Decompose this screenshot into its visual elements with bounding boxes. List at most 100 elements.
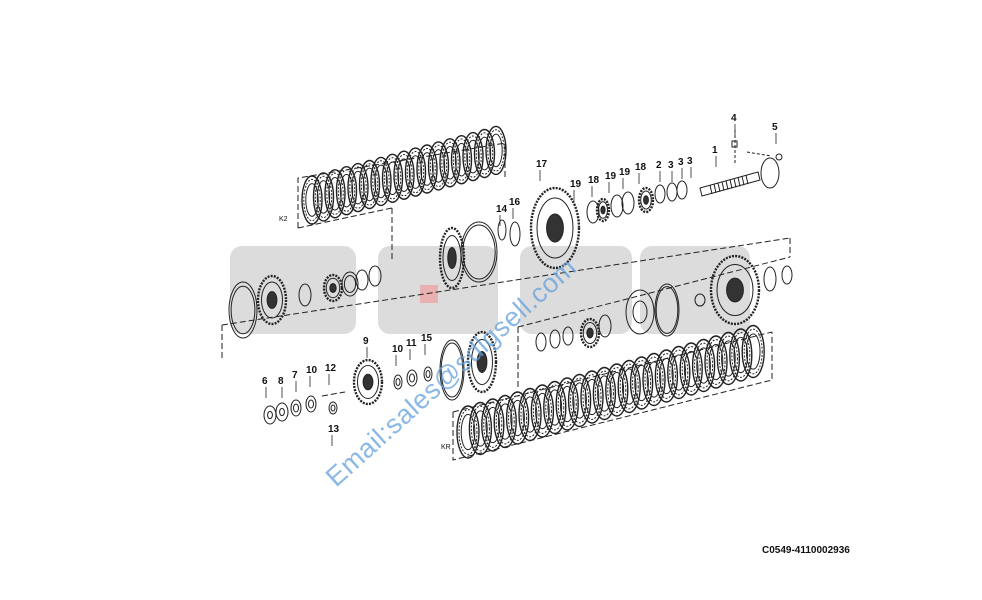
kr-clutch-plate (580, 370, 604, 424)
part-number-10b: 10 (392, 344, 404, 355)
part-number-10a: 10 (306, 365, 318, 376)
kr-seal (654, 283, 680, 337)
washer-3a (666, 182, 678, 202)
kr-clutch-plate (543, 380, 567, 435)
kr-clutch-plate (729, 328, 753, 382)
kr-clutch-plate (704, 335, 728, 389)
ring-7 (290, 399, 302, 417)
part-number-15: 15 (421, 333, 433, 344)
washer-3b (676, 180, 688, 200)
kr-plug (694, 293, 706, 307)
k2-clutch-plate (462, 131, 484, 182)
kr-bracket (452, 332, 773, 461)
k2-clutch-plate (358, 159, 381, 210)
part-number-2: 2 (656, 160, 662, 171)
part-number-8: 8 (278, 376, 284, 387)
kr-bracket-top (452, 331, 773, 413)
kr-clutch-plate (555, 377, 579, 431)
k2-clutch-plate (427, 141, 450, 191)
kr-ring (549, 329, 561, 349)
kr-clutch-plate (481, 398, 505, 452)
kr-clutch-plate (667, 345, 691, 400)
kr-clutch-plate (493, 394, 517, 449)
part-number-13: 13 (328, 424, 340, 435)
k2-clutch-plate (370, 156, 392, 207)
plate-8 (275, 402, 289, 422)
part-number-3c: 3 (687, 156, 693, 167)
spacer-ring (298, 283, 312, 307)
part-number-3b: 3 (678, 157, 684, 168)
k2-clutch-plate (404, 147, 427, 197)
kr-clutch-plate (592, 366, 617, 421)
gear-9 (352, 358, 384, 406)
kr-ring (598, 314, 612, 338)
kr-snap-ring (781, 265, 793, 285)
part-number-19b: 19 (605, 171, 617, 182)
k2-clutch-plate (347, 162, 369, 213)
k2-bracket (297, 142, 506, 228)
kr-ring (562, 326, 574, 346)
kr-drum (709, 254, 761, 326)
kr-clutch-plate (629, 356, 654, 410)
kr-clutch-plate (716, 331, 741, 386)
o-ring-14 (497, 219, 507, 241)
part-number-6: 6 (262, 376, 268, 387)
part-number-9: 9 (363, 336, 369, 347)
ring-19c (621, 191, 635, 215)
k2-clutch-plate (485, 125, 507, 176)
kr-clutch-plate (617, 359, 641, 414)
kr-clutch-plate (456, 405, 480, 459)
kr-clutch-plate (605, 363, 629, 417)
k2-clutch-plate (393, 150, 415, 200)
part-number-17: 17 (536, 159, 548, 170)
k2-clutch-plate (312, 172, 335, 222)
kr-clutch-plate (741, 324, 765, 379)
kr-piston (625, 289, 655, 335)
bearing-18b (637, 186, 655, 214)
snap-ring (368, 265, 382, 287)
washer-2 (654, 184, 666, 204)
part-number-18a: 18 (588, 175, 600, 186)
part-number-3a: 3 (668, 160, 674, 171)
k2-piston-hub (438, 226, 466, 290)
kr-snap-ring (763, 266, 777, 292)
k2-clutch-plate (450, 134, 473, 185)
washer-6 (263, 405, 277, 425)
ring-19b (610, 194, 624, 218)
group-label-k2: K2 (279, 216, 288, 223)
k2-clutch-plate (381, 153, 404, 204)
parts-drawing (221, 125, 793, 461)
k2-clutch-plate (301, 175, 323, 225)
k2-clutch-plate (324, 169, 346, 219)
bearing-hub-left (256, 274, 288, 326)
k2-clutch-plate (335, 165, 358, 216)
kr-needle-bearing (579, 317, 601, 349)
k2-clutch-plate (416, 144, 438, 194)
kr-clutch-plate (654, 349, 679, 403)
shaft-dash (746, 151, 772, 157)
kr-clutch-plate (530, 384, 555, 438)
group-label-kr: KR (441, 444, 451, 451)
seal-ring-lower (439, 339, 465, 401)
kr-clutch-plate (691, 338, 716, 393)
gear-17 (529, 186, 581, 270)
ring-13 (328, 401, 338, 415)
input-shaft (699, 157, 780, 197)
kr-clutch-plate (679, 342, 703, 396)
bolt-4 (731, 140, 738, 148)
assembly-axis-upper (221, 237, 791, 326)
kr-clutch-plate (468, 401, 493, 456)
kr-clutch-plate (567, 373, 592, 428)
snap-ring (355, 269, 369, 291)
ring-10a (305, 395, 317, 413)
part-number-12: 12 (325, 363, 337, 374)
k2-clutch-plate (439, 138, 461, 188)
part-number-19a: 19 (570, 179, 582, 190)
kr-hub (466, 330, 498, 394)
ring-10b (393, 374, 403, 390)
k2-bracket-bottom (297, 207, 393, 229)
part-number-5: 5 (772, 122, 778, 133)
part-number-18b: 18 (635, 162, 647, 173)
ring-11 (406, 369, 418, 387)
